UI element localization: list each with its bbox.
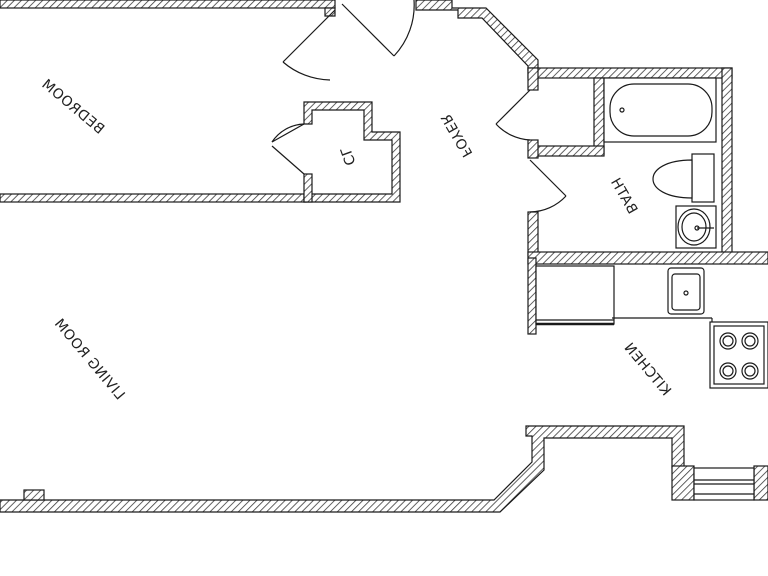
label-living-room: LIVING ROOM xyxy=(51,316,128,403)
bathtub xyxy=(603,77,717,143)
wall-kitchen-far-right xyxy=(753,465,768,501)
refrigerator-counter xyxy=(535,265,615,326)
door-bath xyxy=(529,159,567,213)
stove xyxy=(709,321,768,389)
bath-fixtures xyxy=(603,77,717,249)
wall-living-jog xyxy=(23,489,45,501)
toilet xyxy=(652,153,715,203)
label-bedroom: BEDROOM xyxy=(38,76,107,137)
wall-bedroom-top xyxy=(0,0,336,9)
kitchen-sink xyxy=(667,267,705,315)
wall-bedroom-bottom xyxy=(0,193,307,203)
wall-kitchen-top xyxy=(527,251,768,265)
wall-kitchen-lower-right xyxy=(671,465,695,501)
door-entry xyxy=(341,0,415,57)
kitchen-fixtures xyxy=(535,265,768,501)
room-labels: BEDROOM CL FOYER BATH LIVING ROOM KITCHE… xyxy=(38,76,674,403)
label-closet: CL xyxy=(336,145,357,168)
wall-bath-left-mid xyxy=(527,139,539,159)
wall-bath-top xyxy=(527,67,733,79)
label-kitchen: KITCHEN xyxy=(620,340,674,399)
door-closet xyxy=(271,123,305,175)
bathroom-sink xyxy=(675,205,717,249)
door-bedroom xyxy=(282,9,336,81)
wall-closet xyxy=(303,101,401,203)
wall-bath-right xyxy=(721,67,733,259)
label-foyer: FOYER xyxy=(437,111,475,161)
wall-bedroom-top-jog xyxy=(324,7,336,17)
label-bath: BATH xyxy=(607,175,640,217)
door-linen xyxy=(495,89,531,141)
wall-bath-divider-horz xyxy=(529,145,605,157)
wall-bath-left-low xyxy=(527,211,539,257)
walls xyxy=(0,0,768,513)
doors xyxy=(271,0,567,213)
wall-kitchen-left xyxy=(527,257,537,335)
wall-foyer-top xyxy=(415,0,539,71)
kitchen-window xyxy=(693,467,755,501)
wall-closet-left-lower xyxy=(303,173,313,203)
wall-kitchen-bottom xyxy=(0,425,685,513)
wall-bath-divider-vert xyxy=(593,77,605,155)
wall-bath-left-top xyxy=(527,67,539,91)
